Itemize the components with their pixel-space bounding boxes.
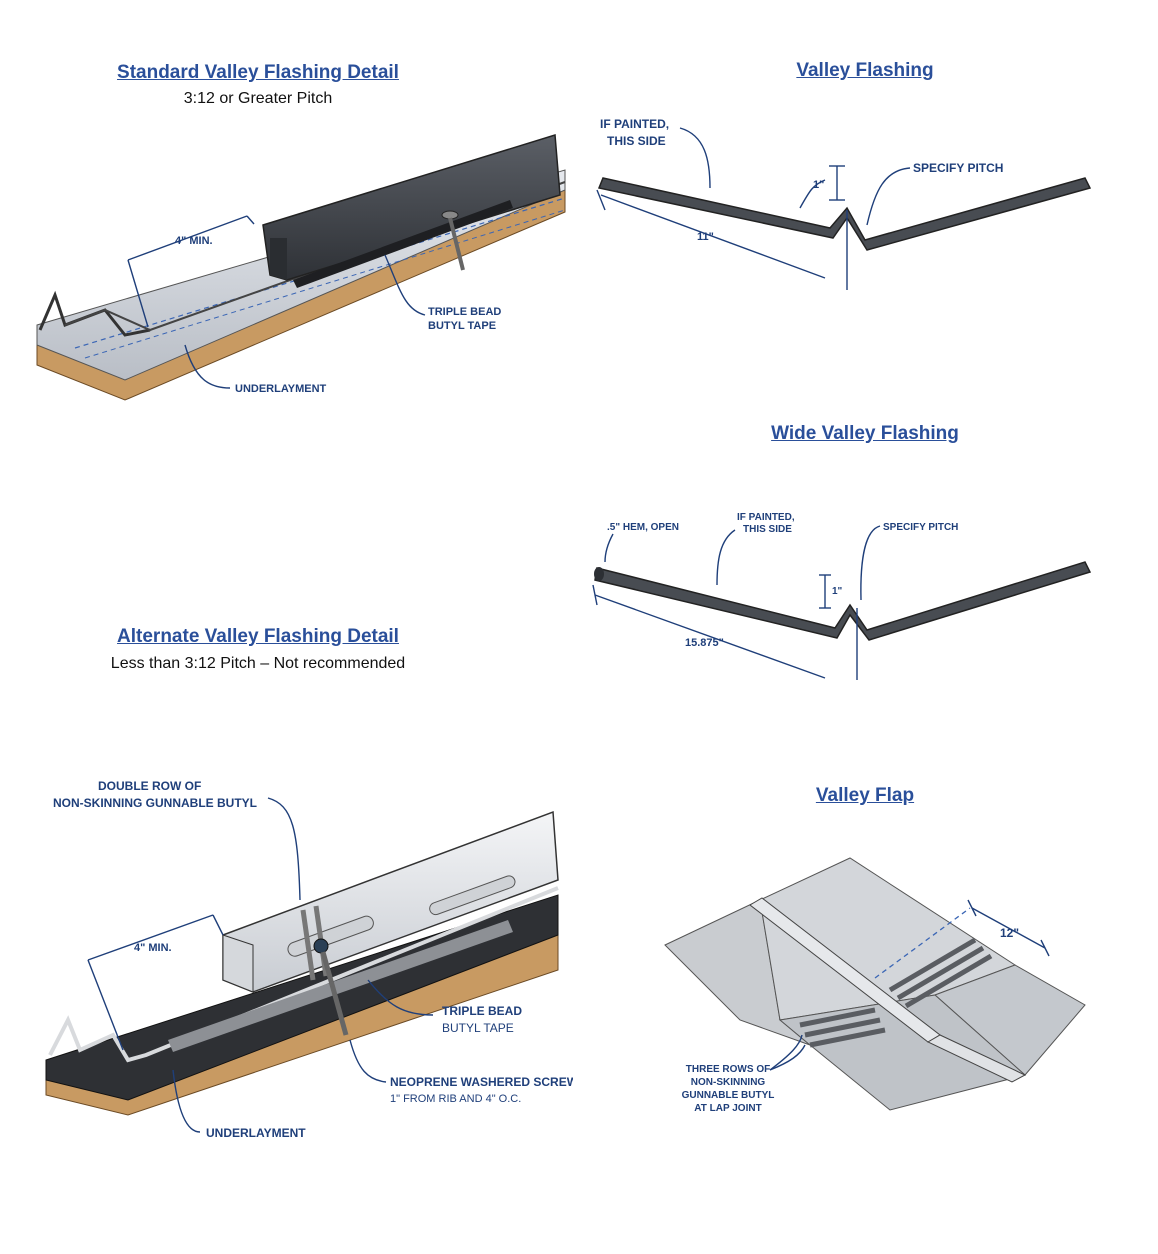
wide-rib-label: 1" <box>832 586 843 597</box>
valley-title: Valley Flashing <box>796 60 934 81</box>
alt-tape-label-2: BUTYL TAPE <box>442 1021 514 1035</box>
flap-dim-label: 12" <box>1000 926 1019 940</box>
valley-painted-label-2: THIS SIDE <box>607 134 666 148</box>
alternate-title: Alternate Valley Flashing Detail <box>117 626 399 647</box>
flap-rows-label-4: AT LAP JOINT <box>694 1103 761 1114</box>
standard-tape-label-1: TRIPLE BEAD <box>428 306 501 318</box>
wide-painted-label-1: IF PAINTED, <box>737 512 795 523</box>
wide-painted-label-2: THIS SIDE <box>743 524 792 535</box>
alt-screw-label-2: 1" FROM RIB AND 4" O.C. <box>390 1093 521 1105</box>
flap-diagram: 12" THREE ROWS OF NON-SKINNING GUNNABLE … <box>640 830 1110 1130</box>
alternate-diagram: 4" MIN. DOUBLE ROW OF NON-SKINNING GUNNA… <box>28 770 573 1170</box>
flap-rows-label-2: NON-SKINNING <box>691 1077 766 1088</box>
standard-tape-label-2: BUTYL TAPE <box>428 320 496 332</box>
standard-min-label: 4" MIN. <box>175 235 213 247</box>
alt-min-label: 4" MIN. <box>134 942 172 954</box>
alt-valley-profile <box>48 886 559 1063</box>
valley-diagram: 1" 11" IF PAINTED, THIS SIDE SPECIFY PIT… <box>585 100 1105 300</box>
standard-diagram: 4" MIN. TRIPLE BEAD BUTYL TAPE UNDERLAYM… <box>25 120 570 480</box>
alt-tape-label-1: TRIPLE BEAD <box>442 1004 522 1018</box>
alt-screw-label-1: NEOPRENE WASHERED SCREW <box>390 1075 573 1089</box>
flap-title: Valley Flap <box>815 785 915 806</box>
wide-width-label: 15.875" <box>685 637 724 649</box>
standard-title: Standard Valley Flashing Detail <box>117 62 399 83</box>
standard-underlayment-label: UNDERLAYMENT <box>235 383 327 395</box>
alternate-subtitle: Less than 3:12 Pitch – Not recommended <box>110 655 406 672</box>
valley-rib-label: 1" <box>813 179 824 191</box>
valley-width-label: 11" <box>697 231 714 243</box>
valley-pitch-label: SPECIFY PITCH <box>913 161 1003 175</box>
alt-butyl-label-1: DOUBLE ROW OF <box>98 779 201 793</box>
flap-sheet-bottom <box>778 994 1027 1111</box>
wide-flashing-profile <box>594 561 1092 641</box>
wide-hem-label: .5" HEM, OPEN <box>607 522 679 533</box>
screw-icon <box>441 210 465 271</box>
wide-pitch-label: SPECIFY PITCH <box>883 522 958 533</box>
wide-diagram: 1" 15.875" .5" HEM, OPEN IF PAINTED, THI… <box>585 500 1105 700</box>
alt-underlayment-label: UNDERLAYMENT <box>206 1126 306 1140</box>
alt-butyl-label-2: NON-SKINNING GUNNABLE BUTYL <box>53 796 257 810</box>
alt-butyl-strip <box>168 920 513 1052</box>
butyl-tape <box>293 200 513 288</box>
flap-rows-label-1: THREE ROWS OF <box>686 1064 770 1075</box>
wide-title: Wide Valley Flashing <box>771 423 959 444</box>
valley-flashing-profile <box>597 177 1092 251</box>
flap-rows-label-3: GUNNABLE BUTYL <box>682 1090 775 1101</box>
alt-screw-icon <box>313 938 349 1036</box>
standard-subtitle: 3:12 or Greater Pitch <box>183 90 333 107</box>
valley-painted-label-1: IF PAINTED, <box>600 117 669 131</box>
